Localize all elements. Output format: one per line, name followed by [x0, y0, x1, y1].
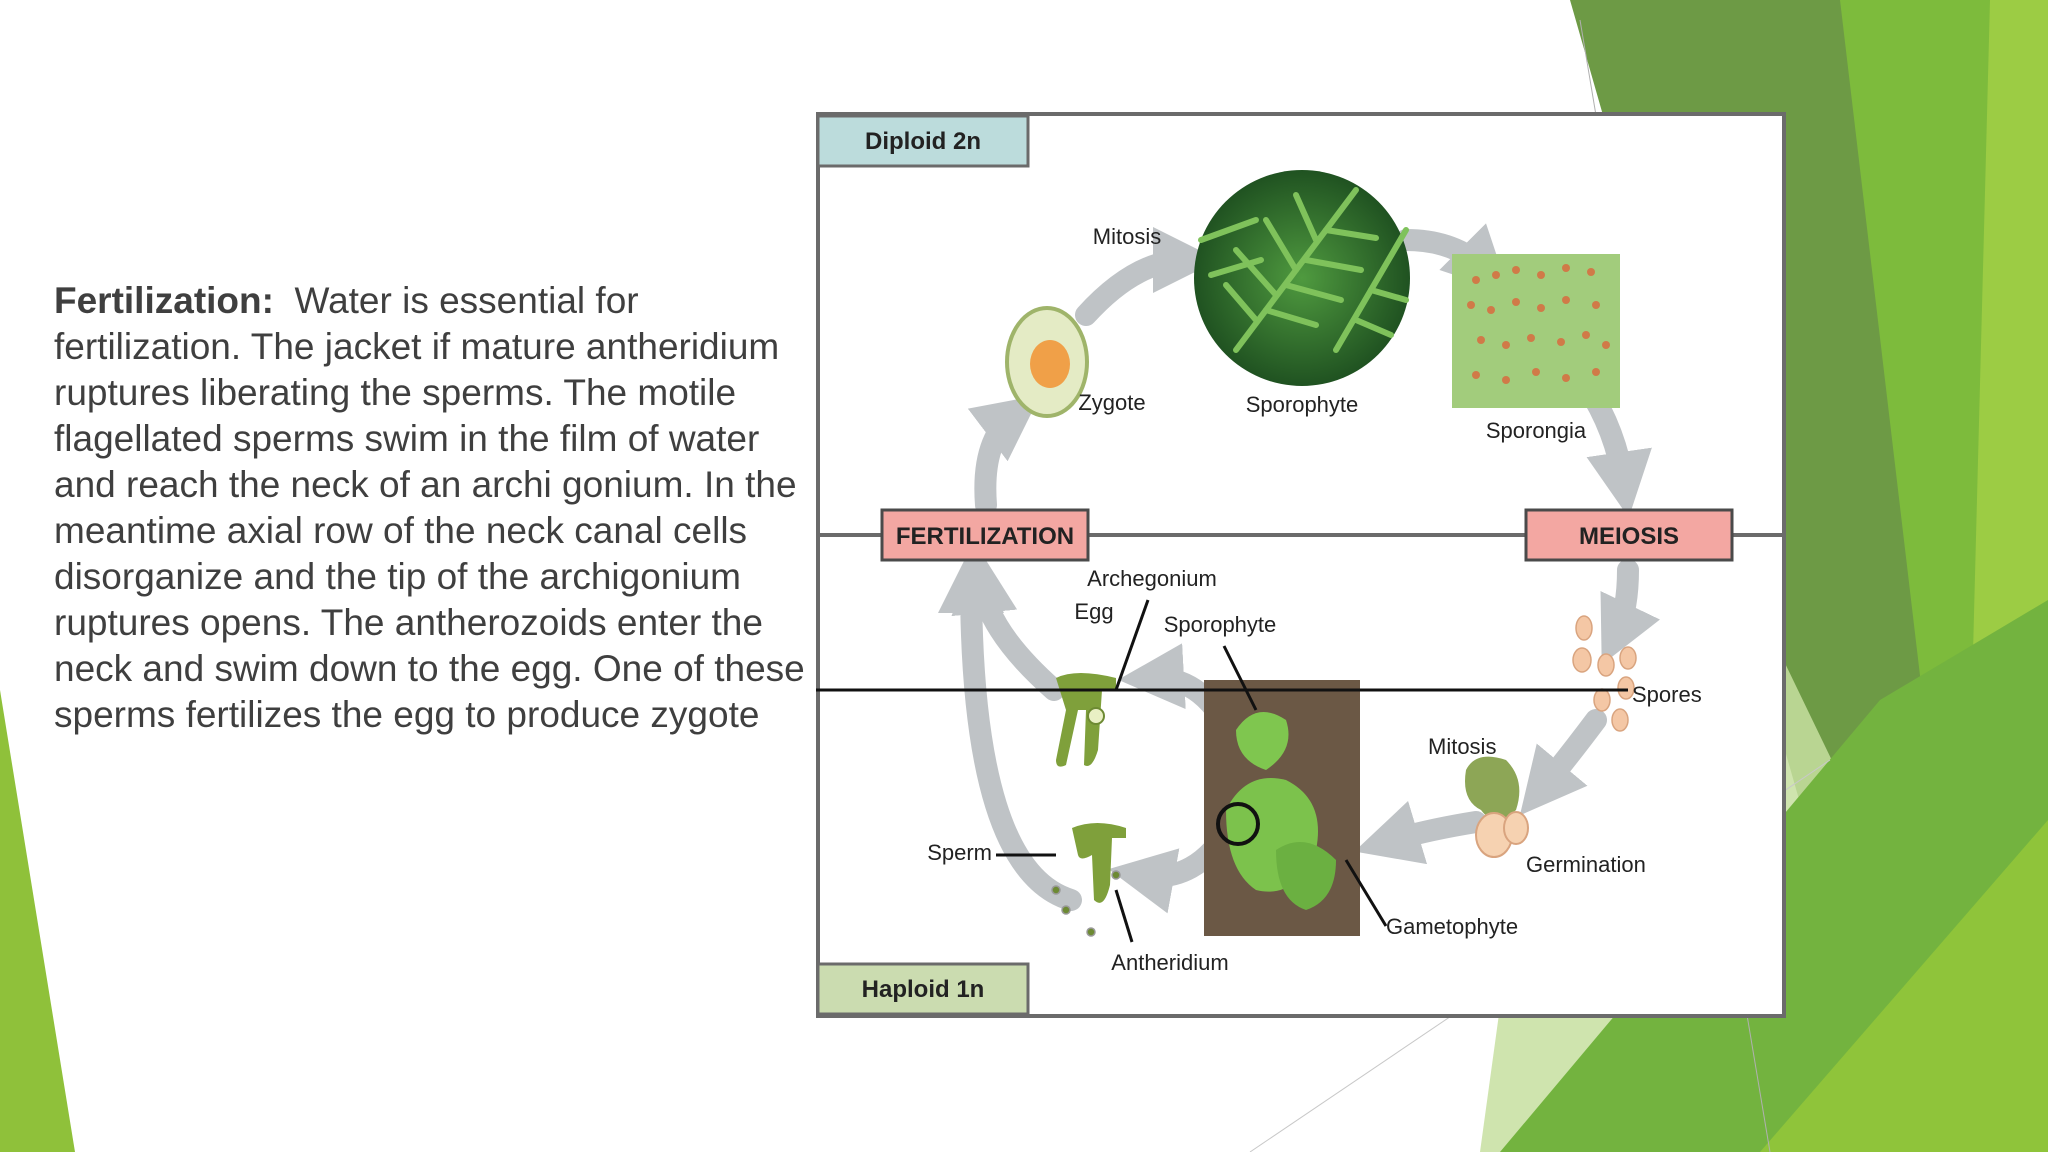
label-sporophyte-top: Sporophyte — [1246, 392, 1359, 417]
label-spores: Spores — [1632, 682, 1702, 707]
label-germination: Germination — [1526, 852, 1646, 877]
label-egg: Egg — [1074, 599, 1113, 624]
meiosis-stage-box: MEIOSIS — [1526, 510, 1732, 560]
label-zygote: Zygote — [1078, 390, 1145, 415]
label-sporophyte-bottom: Sporophyte — [1164, 612, 1277, 637]
diploid-label-box: Diploid 2n — [818, 116, 1028, 166]
label-antheridium: Antheridium — [1111, 950, 1228, 975]
zygote-illustration — [1007, 308, 1087, 416]
haploid-label: Haploid 1n — [862, 976, 985, 1003]
paragraph-heading: Fertilization: — [54, 280, 274, 321]
fertilization-stage-box: FERTILIZATION — [882, 510, 1088, 560]
gametophyte-photo — [1204, 680, 1360, 936]
fern-life-cycle-diagram: Diploid 2n Haploid 1n FERTILIZATION MEIO… — [816, 110, 1792, 1022]
haploid-label-box: Haploid 1n — [818, 964, 1028, 1014]
fertilization-paragraph: Fertilization: Water is essential for fe… — [54, 278, 814, 738]
label-gametophyte: Gametophyte — [1386, 914, 1518, 939]
label-mitosis-bottom: Mitosis — [1428, 734, 1496, 759]
meiosis-label: MEIOSIS — [1579, 523, 1679, 550]
diploid-label: Diploid 2n — [865, 128, 981, 155]
fertilization-label: FERTILIZATION — [896, 523, 1074, 550]
label-mitosis-top: Mitosis — [1093, 224, 1161, 249]
label-sperm: Sperm — [927, 840, 992, 865]
label-archegonium: Archegonium — [1087, 566, 1217, 591]
sporongia-illustration — [1452, 254, 1620, 408]
left-green-triangle — [0, 690, 75, 1152]
label-sporongia: Sporongia — [1486, 418, 1587, 443]
paragraph-body: Water is essential for fertilization. Th… — [54, 280, 805, 735]
arrow-meiosis-to-spores — [1616, 570, 1628, 635]
sporophyte-fern-illustration — [1194, 170, 1410, 386]
